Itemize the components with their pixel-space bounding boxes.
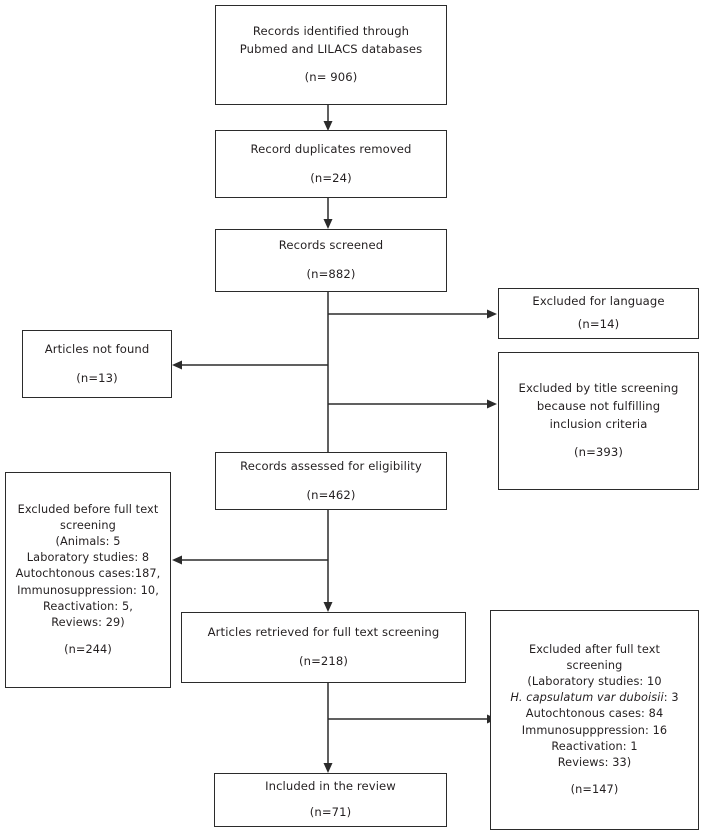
excluded-after-species-name: H. capsulatum var duboisii: [510, 691, 664, 705]
records-screened-line1: Records screened: [278, 238, 384, 253]
duplicates-removed-line1: Record duplicates removed: [250, 141, 412, 156]
excluded-before-line1: Excluded before full text: [17, 503, 159, 517]
node-records-identified: Records identified through Pubmed and LI…: [215, 5, 447, 105]
excluded-after-line2: screening: [566, 659, 623, 673]
articles-not-found-count: (n=13): [76, 370, 118, 385]
excluded-after-line1: Excluded after full text: [528, 643, 661, 657]
records-identified-line1: Records identified through: [252, 23, 410, 38]
node-records-assessed-for-eligibility: Records assessed for eligibility (n=462): [215, 452, 447, 510]
excluded-language-count: (n=14): [577, 317, 620, 332]
node-excluded-by-title-screening: Excluded by title screening because not …: [498, 352, 699, 490]
excluded-after-line8: Reviews: 33): [557, 755, 632, 769]
excluded-before-line2: screening: [60, 519, 116, 533]
excluded-before-line3: (Animals: 5: [55, 535, 121, 549]
node-articles-retrieved: Articles retrieved for full text screeni…: [181, 612, 466, 683]
excluded-before-count: (n=244): [64, 642, 112, 656]
node-excluded-for-language: Excluded for language (n=14): [498, 288, 699, 339]
node-articles-not-found: Articles not found (n=13): [22, 330, 172, 398]
excluded-language-line1: Excluded for language: [532, 294, 665, 308]
eligibility-count: (n=462): [306, 487, 356, 502]
excluded-after-line3: (Laboratory studies: 10: [527, 675, 662, 689]
eligibility-line1: Records assessed for eligibility: [240, 458, 422, 473]
excluded-after-species-count: : 3: [663, 691, 679, 705]
duplicates-removed-count: (n=24): [310, 170, 352, 185]
excluded-after-line7: Reactivation: 1: [551, 739, 638, 753]
excluded-after-line5: Autochtonous cases: 84: [525, 707, 664, 721]
node-records-screened: Records screened (n=882): [215, 229, 447, 292]
node-excluded-before-full-text: Excluded before full text screening (Ani…: [5, 472, 171, 688]
excluded-after-count: (n=147): [570, 782, 619, 796]
node-included-in-review: Included in the review (n=71): [214, 773, 447, 827]
included-line1: Included in the review: [265, 779, 396, 793]
records-screened-count: (n=882): [306, 267, 356, 281]
included-count: (n=71): [309, 805, 352, 820]
articles-not-found-line1: Articles not found: [44, 341, 150, 356]
records-identified-count: (n= 906): [304, 70, 358, 85]
retrieved-count: (n=218): [299, 654, 348, 668]
node-excluded-after-full-text: Excluded after full text screening (Labo…: [490, 610, 699, 830]
records-identified-line2: Pubmed and LILACS databases: [239, 41, 423, 56]
excluded-before-line4: Laboratory studies: 8: [26, 551, 150, 565]
excluded-after-line4: H. capsulatum var duboisii: 3: [510, 690, 678, 706]
excluded-before-line6: Immunosuppression: 10,: [17, 583, 159, 597]
excluded-before-line5: Autochtonous cases:187,: [15, 567, 161, 581]
node-duplicates-removed: Record duplicates removed (n=24): [215, 130, 447, 198]
excluded-before-line7: Reactivation: 5,: [42, 599, 134, 613]
retrieved-line1: Articles retrieved for full text screeni…: [207, 625, 440, 640]
excluded-title-line1: Excluded by title screening: [518, 380, 679, 395]
excluded-before-line8: Reviews: 29): [51, 615, 125, 629]
excluded-title-line2: because not fulfilling: [536, 398, 661, 413]
excluded-title-count: (n=393): [574, 445, 623, 460]
excluded-after-line6: Immunosupppression: 16: [521, 723, 668, 737]
excluded-title-line3: inclusion criteria: [549, 416, 648, 431]
